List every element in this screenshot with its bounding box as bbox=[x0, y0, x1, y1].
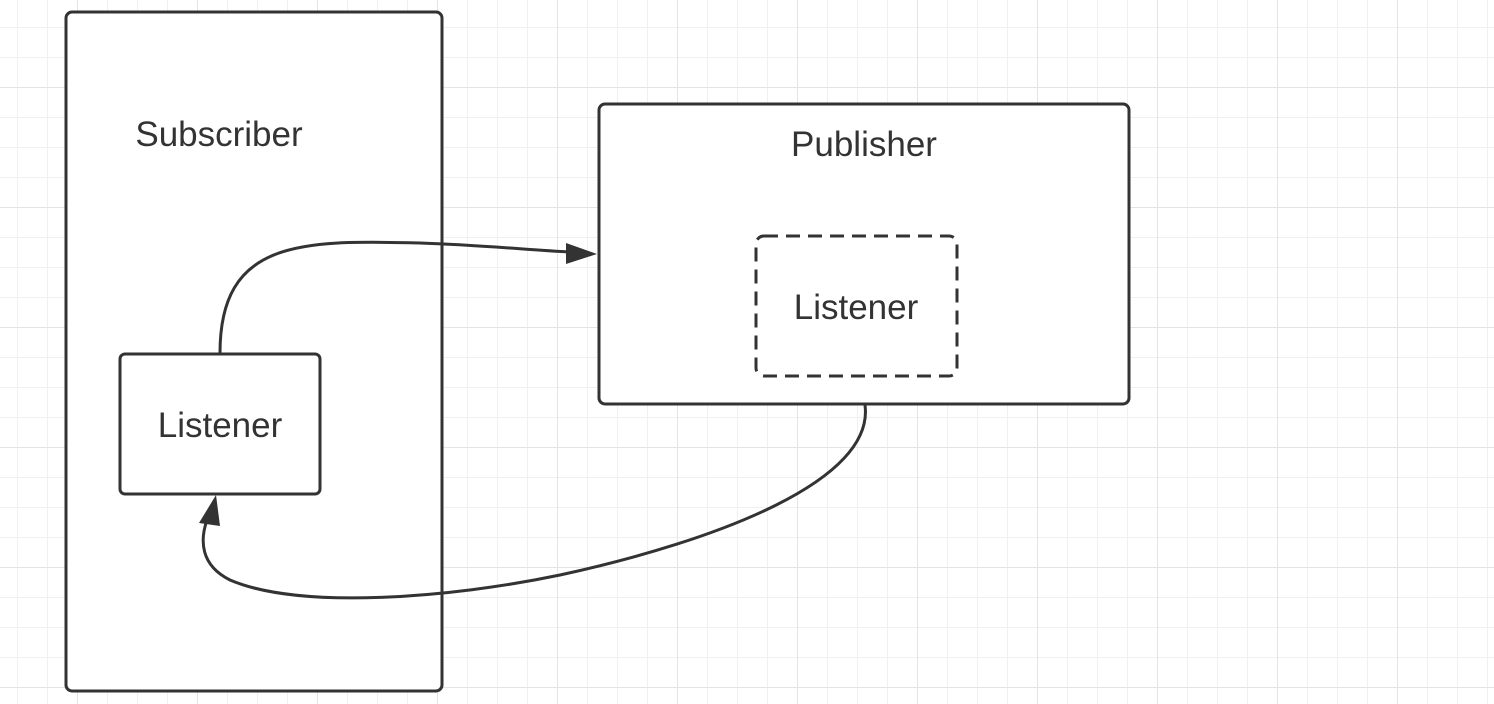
subscriber-listener-box[interactable] bbox=[118, 352, 322, 496]
publisher-label: Publisher bbox=[791, 125, 937, 164]
subscriber-box[interactable] bbox=[64, 10, 444, 693]
subscriber-listener-label: Listener bbox=[158, 406, 283, 445]
edge-notify-path[interactable] bbox=[201, 404, 867, 600]
subscriber-listener-node[interactable]: Listener bbox=[118, 352, 322, 496]
publisher-listener-node[interactable]: Listener bbox=[754, 234, 959, 378]
arrow-head-icon bbox=[566, 243, 597, 264]
edge-register-path[interactable] bbox=[218, 240, 571, 354]
subscriber-node[interactable]: Subscriber bbox=[64, 10, 444, 693]
publisher-listener-box[interactable] bbox=[754, 234, 959, 378]
subscriber-label: Subscriber bbox=[135, 115, 303, 154]
edge-register-listener[interactable] bbox=[218, 240, 597, 354]
edge-notify-listener[interactable] bbox=[199, 404, 867, 600]
arrow-head-icon bbox=[199, 495, 220, 526]
publisher-listener-label: Listener bbox=[794, 288, 919, 327]
